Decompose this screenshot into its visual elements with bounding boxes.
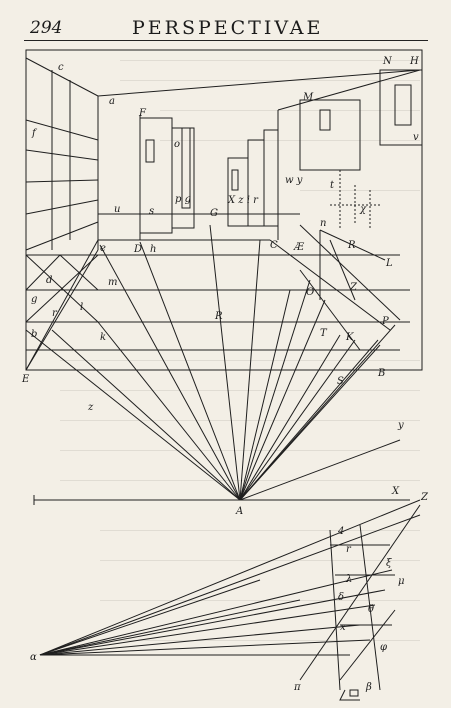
ray-fan bbox=[25, 224, 401, 501]
label-L: L bbox=[385, 258, 393, 269]
back-region bbox=[97, 69, 423, 240]
label-n: n bbox=[320, 218, 326, 229]
label-e: e bbox=[100, 243, 106, 254]
label-N: N bbox=[382, 56, 393, 67]
label-A: A bbox=[235, 506, 243, 517]
label-d: d bbox=[46, 275, 52, 286]
label-y: y bbox=[397, 420, 404, 431]
label-t: t bbox=[330, 180, 335, 191]
label-D: D bbox=[133, 244, 142, 255]
dotted-construction bbox=[330, 170, 380, 230]
label-h: h bbox=[150, 244, 156, 255]
label-delta: δ bbox=[338, 592, 344, 603]
label-k: k bbox=[100, 332, 106, 343]
label-g: g bbox=[31, 294, 37, 305]
label-M: M bbox=[302, 92, 314, 103]
label-E: E bbox=[21, 374, 30, 385]
label-lambda: λ bbox=[345, 574, 352, 585]
label-R2: R bbox=[347, 240, 356, 251]
label-chi: χ bbox=[359, 204, 367, 215]
label-K: K bbox=[345, 332, 354, 343]
figure-labels: c a f F o p g N H M v u s G X z i r C w … bbox=[21, 56, 429, 693]
label-phi: φ bbox=[380, 642, 387, 653]
label-wy: w y bbox=[285, 175, 303, 186]
label-4: 4 bbox=[337, 526, 344, 537]
label-x2ir: X z i r bbox=[227, 195, 259, 206]
label-Z2: Z bbox=[420, 492, 429, 503]
label-R: R bbox=[214, 311, 223, 322]
left-wall bbox=[25, 57, 99, 371]
label-C: C bbox=[270, 240, 278, 251]
label-m: m bbox=[108, 277, 117, 288]
label-S: S bbox=[337, 376, 344, 387]
label-rr: r bbox=[346, 544, 352, 555]
label-r: r bbox=[52, 308, 58, 319]
label-Z: Z bbox=[349, 282, 358, 293]
label-a: a bbox=[109, 96, 115, 107]
label-xi: ξ bbox=[386, 558, 392, 569]
page-number: 294 bbox=[30, 18, 63, 38]
label-T: T bbox=[320, 328, 328, 339]
label-pi: π bbox=[293, 682, 301, 693]
floor-grid bbox=[25, 224, 410, 371]
label-P: P bbox=[381, 316, 389, 327]
label-z: z bbox=[87, 402, 94, 413]
label-H: H bbox=[409, 56, 419, 67]
label-c: c bbox=[58, 62, 64, 73]
label-G: G bbox=[210, 208, 218, 219]
label-xx: x bbox=[340, 622, 346, 633]
label-mu: μ bbox=[398, 576, 405, 587]
label-X: X bbox=[391, 486, 400, 497]
label-u: u bbox=[114, 204, 120, 215]
label-beta: β bbox=[365, 682, 372, 693]
label-o: o bbox=[174, 139, 180, 150]
label-l: l bbox=[80, 302, 83, 313]
running-head: PERSPECTIVAE bbox=[132, 17, 324, 39]
label-alpha: α bbox=[30, 652, 37, 663]
label-v: v bbox=[413, 132, 419, 143]
label-F: F bbox=[138, 108, 147, 119]
label-s: s bbox=[149, 206, 154, 217]
baseline bbox=[33, 495, 410, 505]
label-theta: θ bbox=[368, 604, 374, 615]
lower-figure bbox=[39, 499, 421, 701]
label-AE: Æ bbox=[293, 242, 305, 253]
label-f: f bbox=[31, 128, 38, 139]
label-pg: p g bbox=[175, 194, 191, 205]
label-b: b bbox=[31, 329, 37, 340]
label-B: B bbox=[377, 368, 385, 379]
header-rule bbox=[24, 40, 428, 41]
label-O: O bbox=[306, 287, 314, 298]
